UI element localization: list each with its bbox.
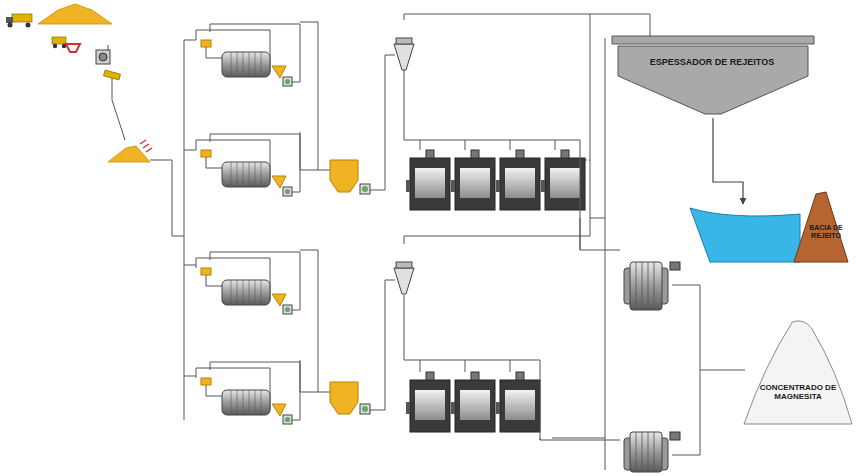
node-label: BACIA DE REJEITO (806, 224, 846, 239)
flotation-cell (406, 372, 450, 432)
node-outline (612, 36, 814, 118)
tailings-basin: BACIA DE REJEITO (690, 190, 848, 262)
pipe-connector (713, 118, 743, 204)
node-label: CONCENTRADO DE MAGNESITA (746, 384, 850, 402)
flotation-cell (451, 372, 495, 432)
ball-mill-circuit (196, 134, 300, 196)
flotation-cell (451, 150, 495, 210)
flotation-cell (496, 150, 540, 210)
ball-mill-circuit (196, 252, 300, 314)
ball-mill-circuit (196, 24, 300, 86)
flotation-cell (496, 372, 540, 432)
node-label: ESPESSADOR DE REJEITOS (612, 58, 812, 68)
node-outline (742, 318, 854, 424)
ball-mill-circuit (196, 362, 300, 424)
flotation-cell (541, 150, 585, 210)
thickener-tank: ESPESSADOR DE REJEITOS (612, 36, 814, 118)
concentrate-pile: CONCENTRADO DE MAGNESITA (742, 318, 854, 424)
flotation-cell (406, 150, 450, 210)
